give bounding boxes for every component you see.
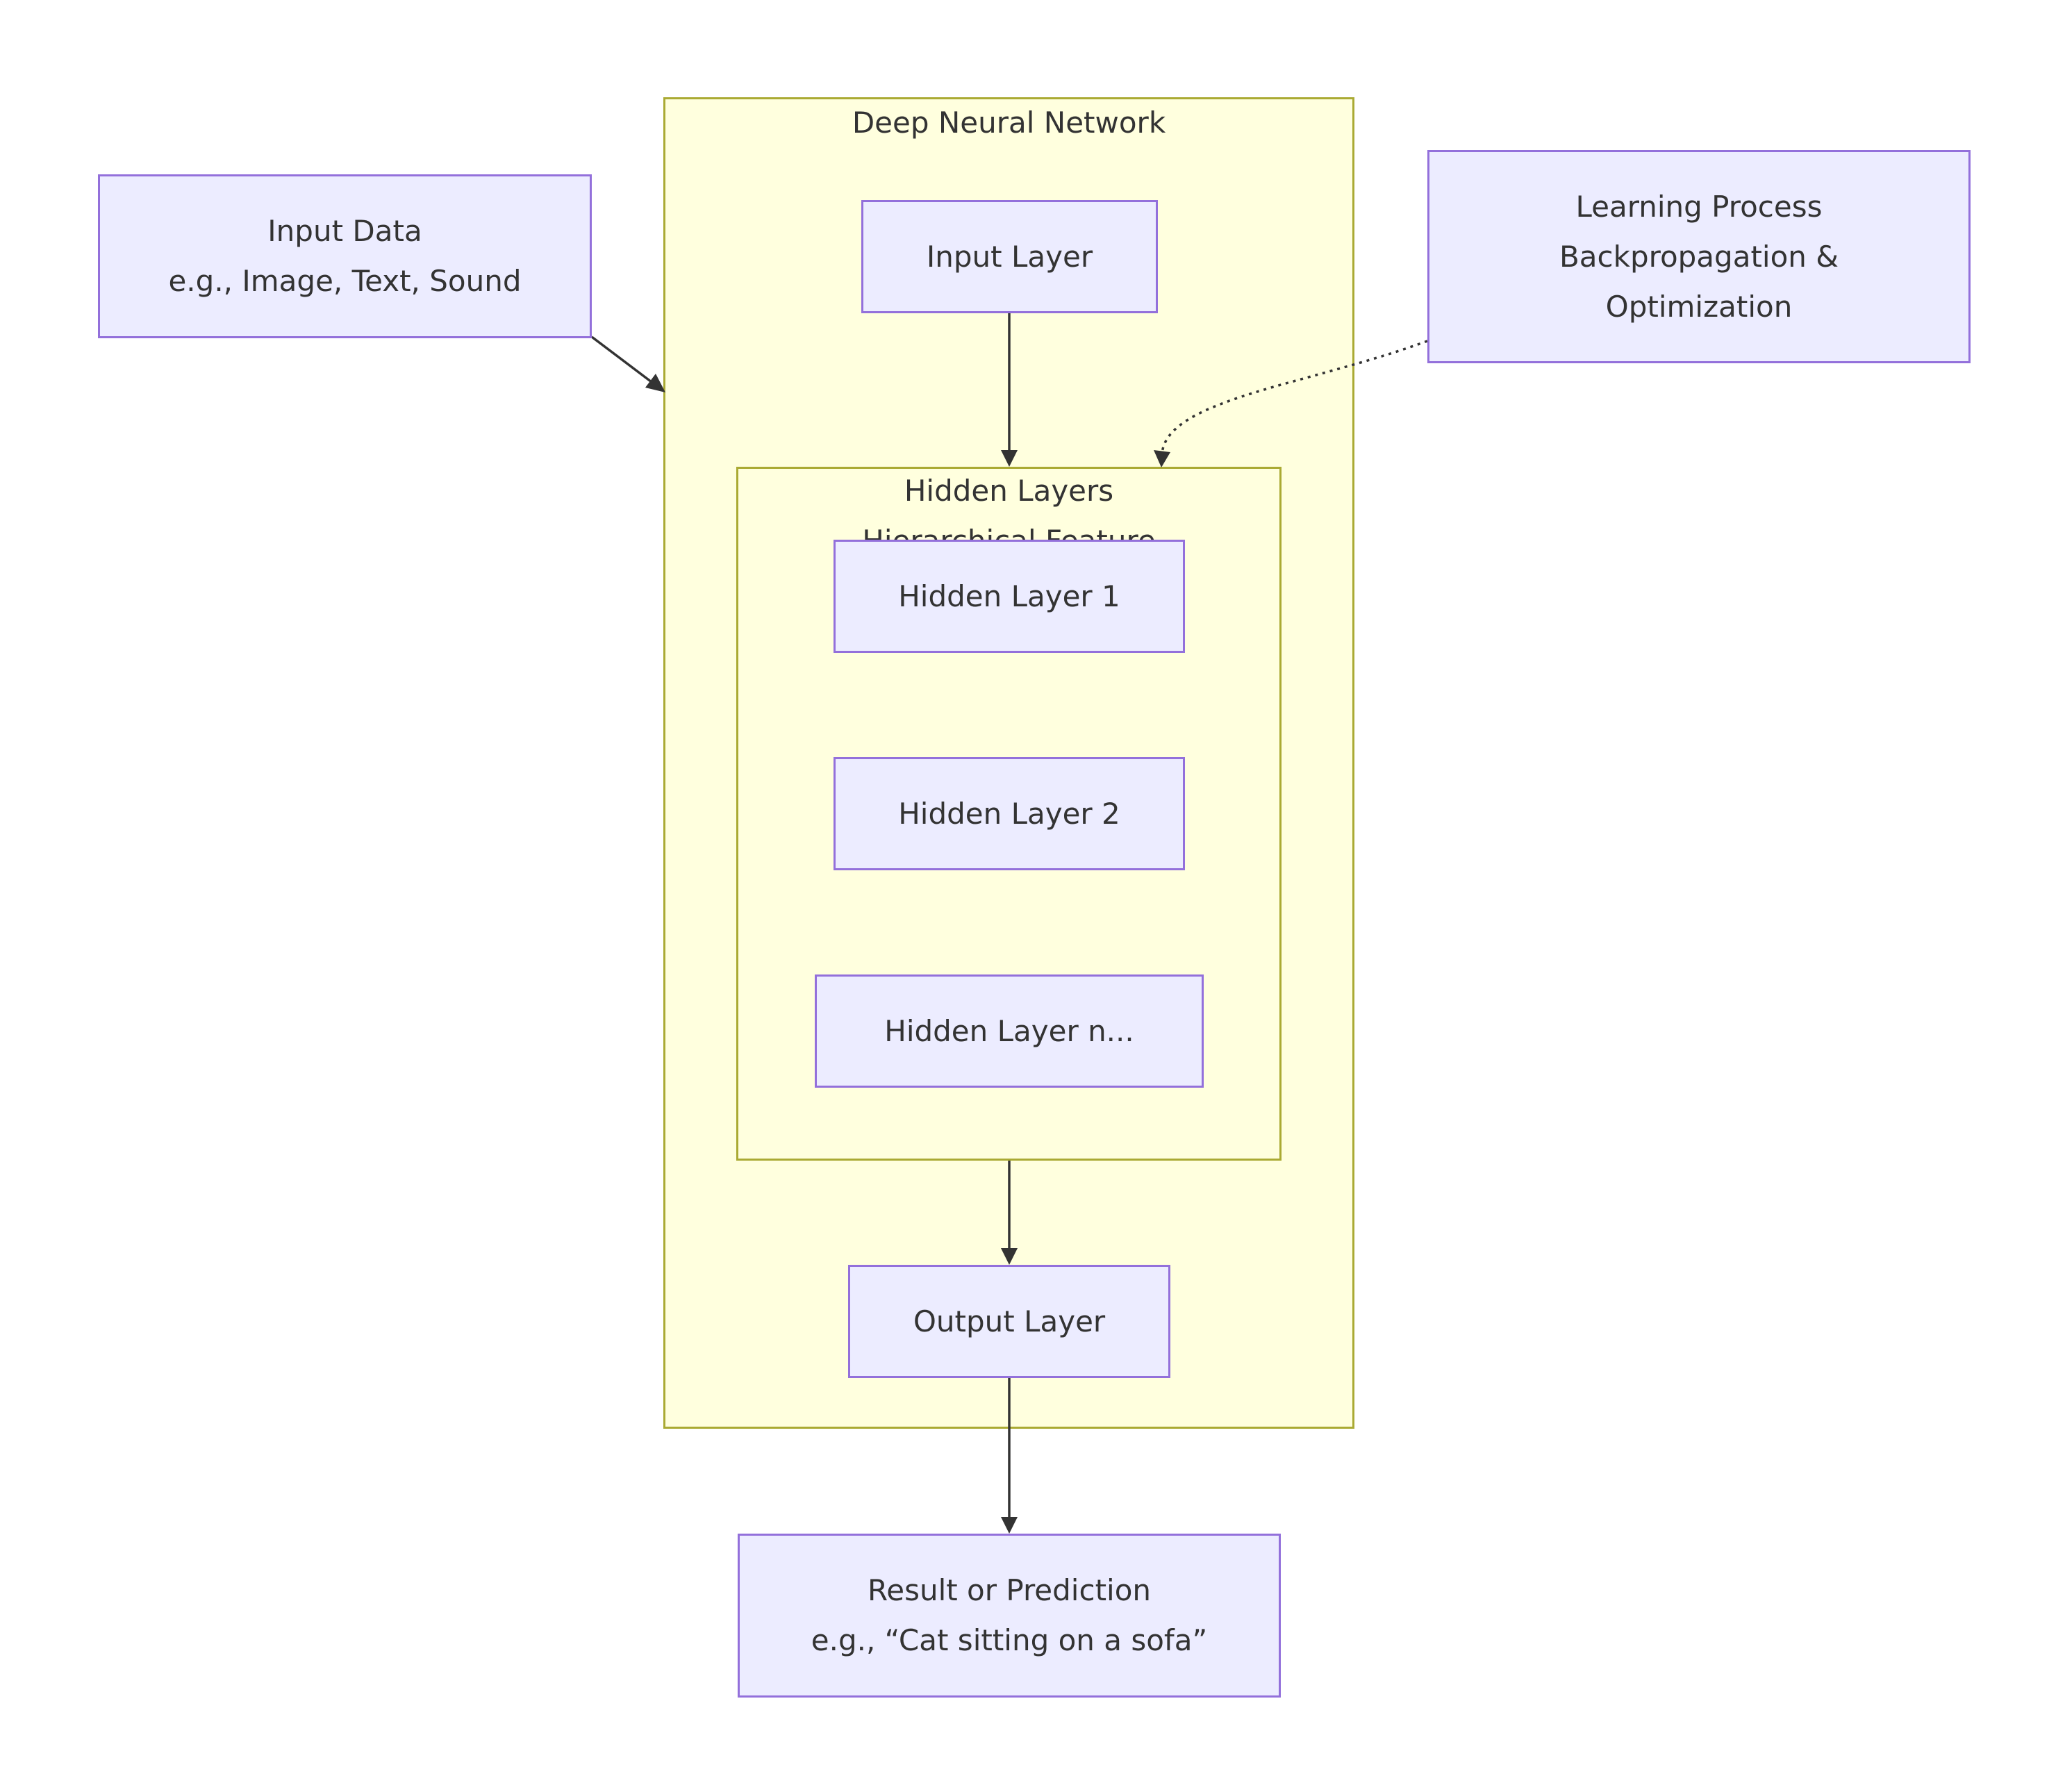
arrowhead-output-layer-to-result	[1001, 1517, 1018, 1534]
node-hidden-layer-n: Hidden Layer n...	[815, 974, 1204, 1088]
node-hidden-layer-n-label: Hidden Layer n...	[884, 1013, 1134, 1048]
node-output-layer: Output Layer	[848, 1265, 1170, 1378]
node-hidden-layer-2-label: Hidden Layer 2	[898, 796, 1120, 831]
node-output-layer-label: Output Layer	[913, 1304, 1106, 1338]
edge-input-data-to-network	[590, 335, 656, 385]
node-result-prediction-label: Result or Prediction e.g., “Cat sitting …	[811, 1573, 1208, 1657]
node-result-prediction: Result or Prediction e.g., “Cat sitting …	[738, 1534, 1281, 1698]
node-hidden-layer-1-label: Hidden Layer 1	[898, 579, 1120, 613]
node-learning-process-label: Learning Process Backpropagation & Optim…	[1559, 189, 1839, 324]
arrowhead-input-data-to-network	[645, 374, 665, 392]
node-hidden-layer-1: Hidden Layer 1	[834, 540, 1185, 653]
node-input-data: Input Data e.g., Image, Text, Sound	[98, 174, 592, 338]
cluster-title-deep-neural-network: Deep Neural Network	[852, 106, 1166, 140]
node-learning-process: Learning Process Backpropagation & Optim…	[1427, 150, 1971, 363]
node-input-layer: Input Layer	[861, 200, 1158, 313]
node-hidden-layer-2: Hidden Layer 2	[834, 757, 1185, 870]
node-input-data-label: Input Data e.g., Image, Text, Sound	[168, 214, 522, 298]
node-input-layer-label: Input Layer	[926, 239, 1093, 274]
